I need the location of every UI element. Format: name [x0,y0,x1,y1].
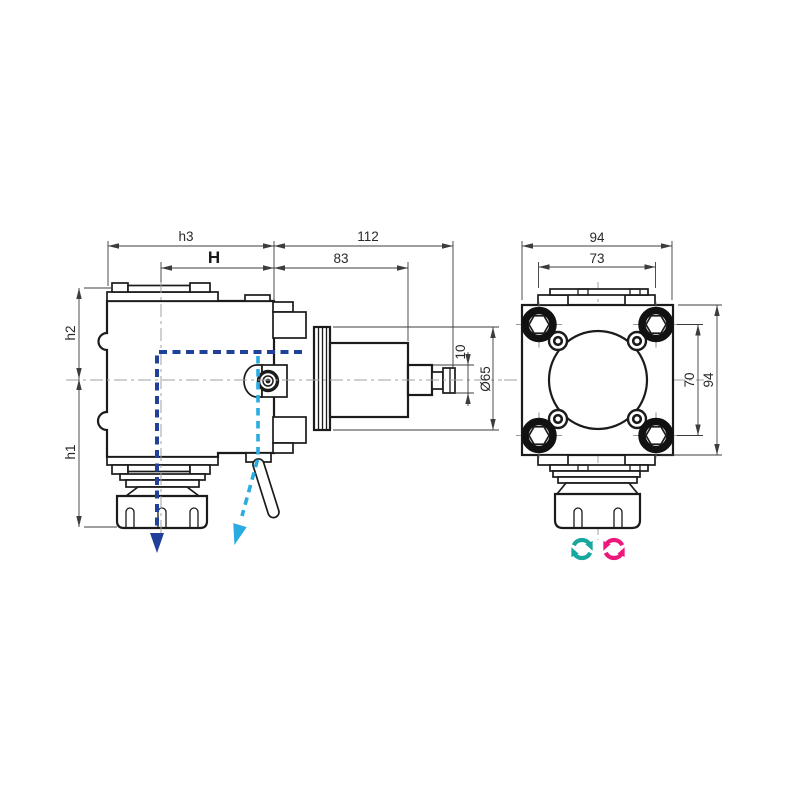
front-top-key-1 [577,288,589,296]
spindle-flange-grooves [317,327,328,430]
rotation-ccw-icon [603,537,625,561]
side-view [96,282,456,530]
spindle-step-bottom [272,442,294,454]
side-bottom-tab-right [189,464,211,475]
spindle-lug-top [272,311,307,339]
side-top-small-tab [244,294,271,302]
bolt-bottom-right [633,412,679,459]
spindle-lug-bottom [272,416,307,444]
front-collet-taper [555,482,640,495]
side-bottom-plate [106,456,219,466]
rotation-cw-icon [571,537,593,561]
front-top-block-left [537,294,569,306]
corner-bolts [516,301,679,459]
front-collet-ring-1 [552,470,641,478]
dimensions-front: 94 73 70 94 [521,230,722,456]
secondary-axis-arrow [233,356,260,545]
side-bottom-tab-left [111,464,129,475]
front-view [516,288,679,530]
dim-label-H: H [208,248,220,267]
dim-label-front-94-right: 94 [701,372,716,388]
dim-label-d65: Ø65 [478,366,493,392]
side-top-bar [127,284,191,293]
front-collet-nut [553,492,642,530]
lever-handle [252,458,280,519]
collet-nut [115,494,209,530]
front-top-key-2 [629,288,641,296]
dim-label-front-73: 73 [589,251,604,266]
side-body [96,299,276,459]
dim-label-h1: h1 [63,444,78,459]
spindle-step-top [272,301,294,313]
front-bottom-block-left [537,454,569,466]
boss-screw-dot [265,378,271,384]
dim-label-h2: h2 [63,325,78,340]
front-top-block-right [624,294,656,306]
side-top-tab-right [189,282,211,293]
dimensions-side: h3 112 H 83 h2 h1 10 Ø65 [63,229,499,528]
dim-label-83: 83 [333,251,348,266]
side-top-plate [106,291,219,302]
bolt-bottom-left [516,412,562,459]
dim-label-h3: h3 [178,229,193,244]
front-bottom-block-right [624,454,656,466]
front-bottom-strip [549,464,649,472]
dim-label-10: 10 [453,344,468,359]
front-collet-ring-2 [557,476,638,484]
front-bore-circle [547,329,649,431]
dim-label-front-94-top: 94 [589,230,605,245]
collet-taper [123,486,202,497]
bolt-top-right [633,301,679,348]
tool-axis-arrow [150,350,302,553]
dim-label-112: 112 [357,229,379,244]
pin-holes [547,330,648,430]
front-top-strip [549,288,649,296]
dim-label-front-70: 70 [682,372,697,387]
collet-ring-2 [125,479,200,488]
front-collet-nut-slots [573,507,623,528]
side-top-tab-left [111,282,129,293]
collet-ring-1 [119,473,206,481]
bolt-top-left [516,301,562,348]
